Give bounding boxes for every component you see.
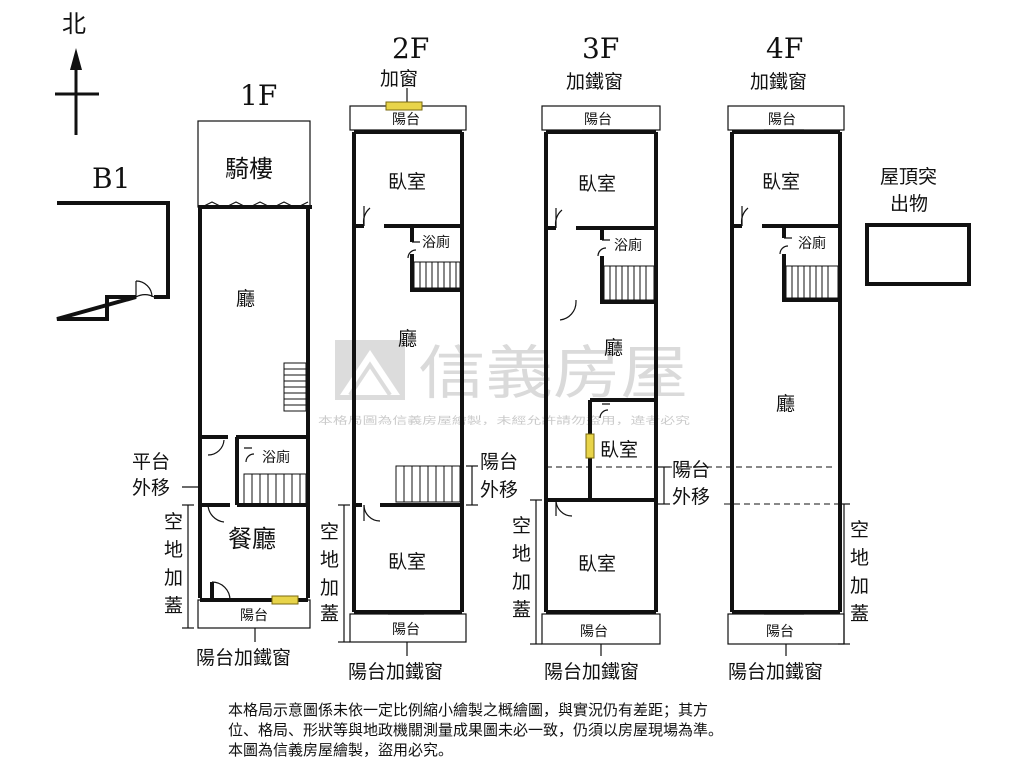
roof-label-2: 出物 [890,193,928,215]
f2-hall-label: 廳 [398,328,417,350]
f2-balcony-top-label: 陽台 [392,112,420,128]
f4-bath-label: 浴廁 [798,235,826,252]
f2-bath-label: 浴廁 [422,234,450,251]
f1-platform-note-2: 外移 [132,477,170,499]
f2-side-note-1: 空 [320,521,339,543]
f4-title: 4F [766,32,803,65]
b1-title: B1 [92,162,130,195]
compass: 北 [55,10,99,135]
f2-window-marker [385,101,423,111]
f1-bath-label: 浴廁 [262,449,290,466]
f2-bottom-note: 陽台加鐵窗 [348,661,443,683]
f4-side-note-3: 加 [850,575,869,597]
f3-bedroom-1-label: 臥室 [578,173,616,195]
f3-window-marker [585,433,595,459]
roof-label-1: 屋頂突 [880,166,937,188]
f4-stairs [785,265,839,299]
f3-balcony-top-label: 陽台 [584,112,612,128]
f4-bedroom-1-label: 臥室 [762,171,800,193]
floor-b1: B1 [56,162,170,321]
watermark-brand: 信義房屋 [418,339,688,407]
f1-side-note-2: 地 [164,539,183,561]
f1-hall-label: 廳 [236,288,255,310]
f2-bedroom-2-label: 臥室 [388,551,426,573]
f1-stairs-upper [283,362,307,412]
f3-hall-label: 廳 [604,337,623,359]
f4-bottom-note: 陽台加鐵窗 [728,661,823,683]
f3-side-note-4: 蓋 [512,599,531,621]
f4-hall-label: 廳 [776,393,795,415]
f1-arcade-label: 騎樓 [225,155,273,183]
f2-balcony-bottom-label: 陽台 [392,622,420,638]
f4-side-note-2: 地 [850,547,869,569]
floor-4f: 4F 加鐵窗 陽台 臥室 浴廁 廳 陽台 空 地 加 蓋 陽台加鐵窗 [724,32,869,683]
f2-balcony-note-1: 陽台 [480,451,518,473]
f1-balcony-label: 陽台 [240,608,268,624]
f1-bottom-note: 陽台加鐵窗 [196,647,291,669]
north-label: 北 [62,10,86,38]
f1-title: 1F [240,79,277,112]
f3-side-note-2: 地 [512,543,531,565]
f2-top-note: 加窗 [380,68,418,90]
f1-stairs-lower [243,473,307,505]
f1-side-note-3: 加 [164,567,183,589]
watermark-notice: 本格局圖為信義房屋繪製，未經允許請勿盜用，違者必究 [318,414,690,427]
f3-bedroom-3-label: 臥室 [578,553,616,575]
f3-stairs [603,265,655,301]
f2-stairs-lower [395,465,461,503]
f1-side-note-4: 蓋 [164,595,183,617]
floor-3f: 3F 加鐵窗 陽台 臥室 浴廁 廳 臥室 臥室 陽台 空 地 [512,32,836,683]
f4-side-note-1: 空 [850,519,869,541]
f3-top-note: 加鐵窗 [566,71,623,93]
f3-bedroom-2-label: 臥室 [600,439,638,461]
north-arrow-icon [55,48,99,135]
floor-1f: 1F 騎樓 廳 浴廁 餐廳 [132,79,312,669]
f1-dining-label: 餐廳 [228,525,276,553]
f3-bottom-note: 陽台加鐵窗 [544,661,639,683]
disclaimer-line-1: 本格局示意圖係未依一定比例縮小繪製之概繪圖，與實況仍有差距；其方 [228,701,709,719]
f3-side-note-1: 空 [512,515,531,537]
f3-balcony-note-2: 外移 [672,486,710,508]
f3-side-note-3: 加 [512,571,531,593]
f1-side-note-1: 空 [164,511,183,533]
f3-title: 3F [582,32,619,65]
disclaimer-notes: 本格局示意圖係未依一定比例縮小繪製之概繪圖，與實況仍有差距；其方 位、格局、形狀… [228,700,928,760]
f4-balcony-bottom-label: 陽台 [766,624,794,640]
f2-title: 2F [392,32,429,65]
f2-balcony-note-2: 外移 [480,479,518,501]
f3-balcony-bottom-label: 陽台 [580,624,608,640]
f2-bedroom-1-label: 臥室 [388,171,426,193]
f1-window-marker [271,595,299,605]
f1-platform-note-1: 平台 [132,451,170,473]
f2-side-note-2: 地 [320,549,339,571]
f2-stairs-upper [413,261,461,289]
f4-top-note: 加鐵窗 [750,71,807,93]
watermark: 信義房屋 本格局圖為信義房屋繪製，未經允許請勿盜用，違者必究 [318,339,690,427]
f3-f4-balcony-note: 陽台 外移 [658,459,710,508]
f3-balcony-note-1: 陽台 [672,459,710,481]
floor-2f: 2F 加窗 陽台 臥室 浴廁 廳 臥室 [320,32,518,683]
f2-side-note-4: 蓋 [320,603,339,625]
f4-side-note-4: 蓋 [850,603,869,625]
disclaimer-line-3: 本圖為信義房屋繪製，盜用必究。 [228,741,454,759]
f2-side-note-3: 加 [320,577,339,599]
watermark-logo-icon [335,340,405,400]
f4-balcony-top-label: 陽台 [768,112,796,128]
roof-protrusion: 屋頂突 出物 [865,166,971,286]
disclaimer-line-2: 位、格局、形狀等與地政機關測量成果圖未必一致，仍須以房屋現場為準。 [228,721,724,739]
f3-bath-label: 浴廁 [614,237,642,254]
